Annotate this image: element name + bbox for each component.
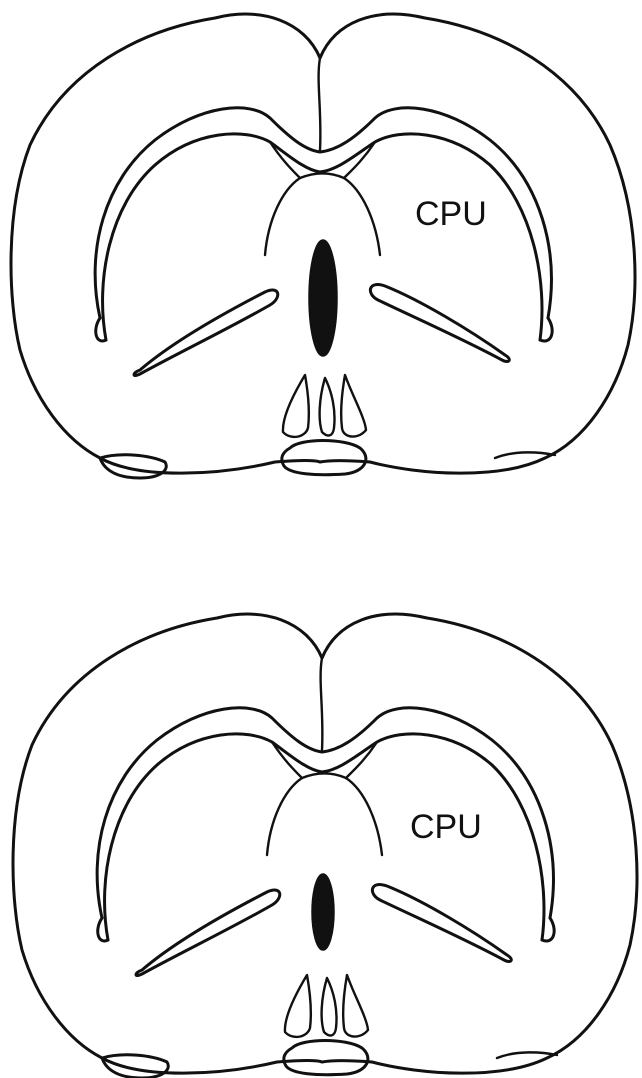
lesion-small: [312, 874, 334, 950]
region-label-upper: CPU: [415, 195, 487, 233]
brain-section-lower: CPU: [13, 614, 637, 1078]
brain-section-upper: CPU: [11, 14, 635, 478]
region-label-lower: CPU: [410, 808, 482, 846]
lesion-large: [309, 240, 337, 356]
